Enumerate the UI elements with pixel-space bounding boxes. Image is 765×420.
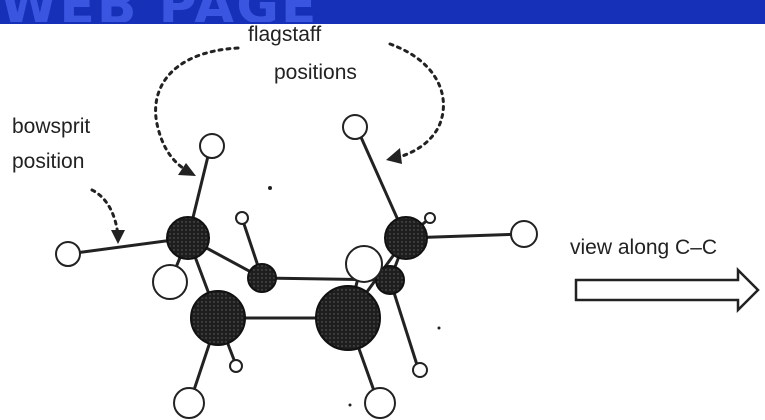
carbon-6 — [384, 216, 428, 260]
hydrogen-lower-left — [152, 264, 188, 300]
hydrogen-front — [345, 245, 383, 283]
flagstaff-arrow-right — [388, 42, 445, 160]
hydrogen-bottom-left — [173, 387, 205, 419]
carbon-3 — [190, 290, 246, 346]
flagstaff-label-line2: positions — [274, 61, 357, 84]
carbon-1 — [166, 216, 210, 260]
flagstaff-arrow-left — [154, 46, 240, 172]
hydrogen-flagstaff-left — [199, 133, 225, 159]
bonds — [66, 124, 524, 404]
speck-1 — [268, 186, 272, 190]
hydrogen-c2 — [235, 211, 249, 225]
header-rule — [0, 22, 765, 24]
carbon-2 — [247, 263, 277, 293]
header-banner: WEB PAGE — [0, 0, 765, 22]
hydrogen-flagstaff-right — [342, 114, 368, 140]
header-banner-text: WEB PAGE — [0, 0, 318, 22]
annotation-arrowheads — [111, 148, 402, 244]
hydrogen-bottom-right — [364, 387, 396, 419]
view-arrow-icon — [574, 266, 760, 314]
hydrogen-c6-small — [424, 212, 436, 224]
speck-3 — [348, 403, 352, 407]
bowsprit-arrow — [90, 188, 120, 238]
hydrogen-atoms — [55, 114, 538, 419]
view-along-label: view along C–C — [570, 236, 717, 259]
carbon-5 — [375, 265, 405, 295]
flagstaff-label-line1: flagstaff — [248, 23, 321, 46]
flagstaff-arrowhead-right — [386, 148, 402, 164]
hydrogen-c3-small — [229, 359, 243, 373]
bond-c5-h-down — [388, 278, 420, 370]
carbon-4 — [315, 285, 381, 351]
hydrogen-bowsprit — [55, 241, 81, 267]
carbon-atoms — [166, 216, 428, 351]
hydrogen-right — [510, 220, 538, 248]
bowsprit-label-line2: position — [12, 150, 84, 173]
speck-2 — [437, 326, 441, 330]
flagstaff-arrowhead-left — [178, 163, 196, 176]
hydrogen-c5-down — [412, 362, 428, 378]
bowsprit-arrowhead — [111, 230, 125, 244]
bowsprit-label-line1: bowsprit — [12, 115, 90, 138]
